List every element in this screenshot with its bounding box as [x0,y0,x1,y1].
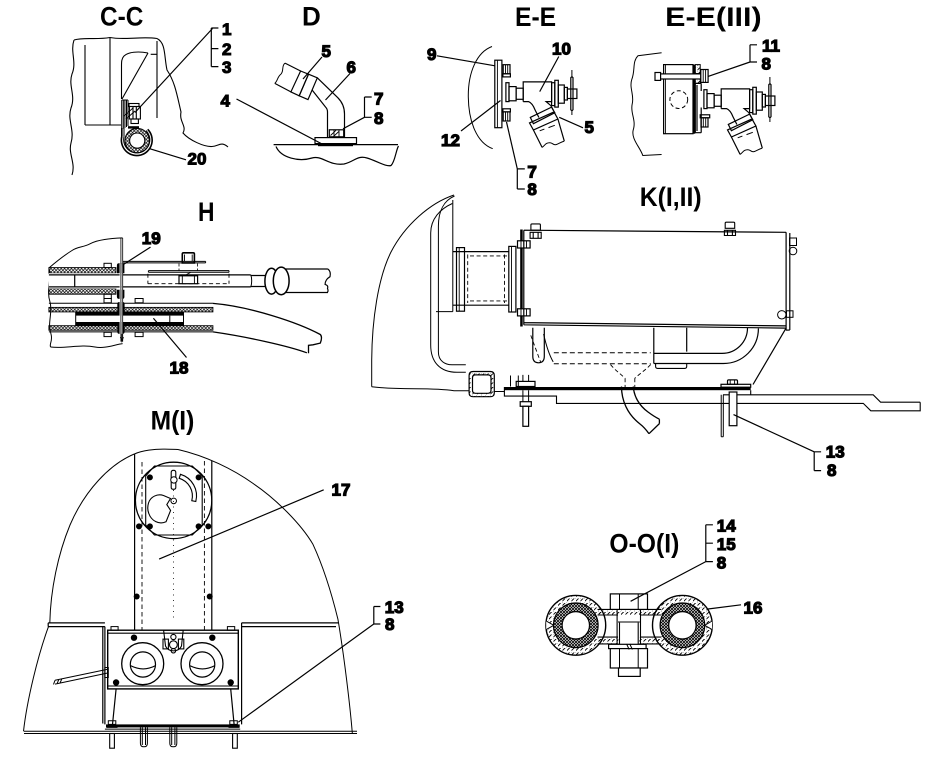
svg-text:H: H [198,197,215,227]
svg-text:2: 2 [222,40,231,59]
svg-text:8: 8 [717,554,726,573]
svg-text:12: 12 [441,131,460,150]
svg-text:17: 17 [332,481,351,500]
svg-text:11: 11 [762,37,780,56]
svg-text:4: 4 [221,92,231,111]
svg-text:5: 5 [585,118,594,137]
svg-text:7: 7 [527,163,536,182]
svg-text:18: 18 [170,359,189,378]
svg-text:15: 15 [717,535,736,554]
svg-text:14: 14 [717,517,736,536]
svg-text:6: 6 [347,58,356,77]
svg-text:8: 8 [527,180,536,199]
svg-text:D: D [302,2,321,32]
svg-text:7: 7 [374,90,383,109]
svg-text:20: 20 [188,150,207,169]
svg-text:13: 13 [826,443,845,462]
svg-text:9: 9 [427,45,436,64]
svg-text:19: 19 [142,229,161,248]
svg-text:O-O(I): O-O(I) [609,528,679,558]
svg-text:E-E: E-E [515,2,556,32]
svg-text:M(I): M(I) [151,406,195,436]
svg-text:13: 13 [385,598,404,617]
svg-text:8: 8 [762,55,771,74]
svg-text:C-C: C-C [100,2,143,32]
svg-text:1: 1 [222,20,231,39]
svg-text:8: 8 [374,109,383,128]
svg-text:10: 10 [552,40,571,59]
svg-text:16: 16 [744,599,763,618]
svg-text:K(I,II): K(I,II) [640,182,702,212]
svg-text:5: 5 [322,42,331,61]
svg-text:8: 8 [385,615,394,634]
svg-text:8: 8 [827,461,836,480]
svg-text:E-E(III): E-E(III) [665,2,761,32]
svg-text:3: 3 [222,58,231,77]
